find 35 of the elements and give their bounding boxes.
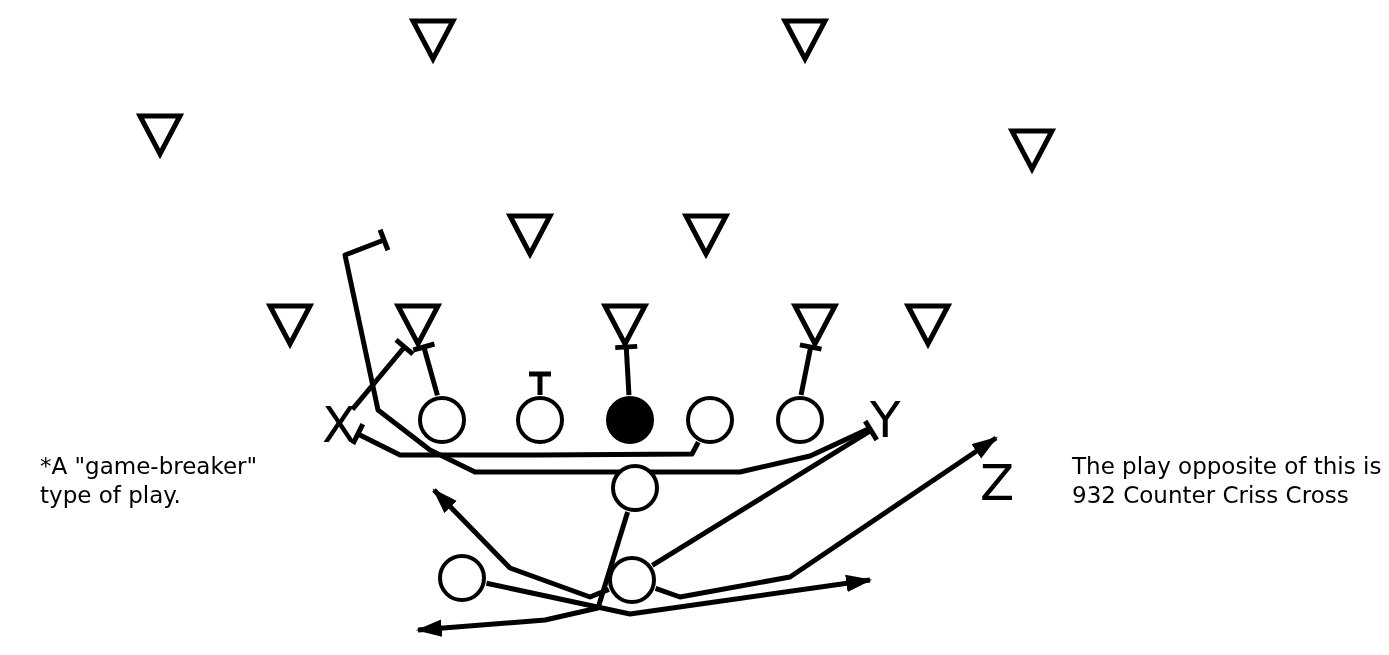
block-route (526, 371, 554, 395)
defender-triangle (267, 303, 313, 347)
player-circle (775, 395, 825, 445)
block-route (350, 421, 701, 458)
player-circle (437, 553, 487, 603)
player-letter: Y (870, 395, 901, 445)
defender-triangle (410, 18, 456, 62)
defender-triangle (905, 303, 951, 347)
defender-triangle (1009, 128, 1055, 172)
defender-triangle (602, 303, 648, 347)
player-letter: Z (980, 458, 1015, 508)
defender-triangle (137, 113, 183, 157)
note-text: *A "game-breaker" type of play. (40, 452, 259, 510)
defender-triangle (395, 303, 441, 347)
player-circle (607, 555, 657, 605)
block-route (612, 343, 640, 396)
defender-triangle (782, 18, 828, 62)
note-text: The play opposite of this is 932 Counter Criss Cross (1072, 452, 1383, 510)
player-circle (515, 395, 565, 445)
center-dot (605, 395, 655, 445)
defender-triangle (507, 213, 553, 257)
block-route (650, 418, 880, 568)
route-arrow (654, 435, 998, 600)
route-arrow (485, 574, 873, 617)
block-route (410, 341, 440, 397)
block-route (797, 342, 824, 396)
defender-triangle (683, 213, 729, 257)
player-circle (685, 395, 735, 445)
route-arrow (432, 488, 610, 600)
player-circle (417, 395, 467, 445)
block-route (350, 337, 416, 411)
player-letter: X (322, 400, 357, 450)
route-arrow (415, 511, 631, 637)
player-circle (610, 463, 660, 513)
defender-triangle (792, 303, 838, 347)
